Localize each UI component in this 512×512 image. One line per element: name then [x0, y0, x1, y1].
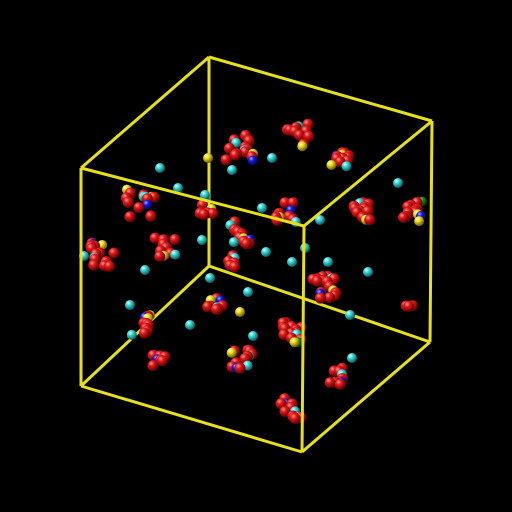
- box-edge-DA: [80, 166, 305, 228]
- hydrogen-atom: [170, 249, 181, 260]
- hydrogen-atom: [200, 190, 210, 200]
- hydrogen-atom: [341, 161, 352, 172]
- oxygen-atom: [139, 327, 150, 339]
- hydrogen-atom: [315, 215, 325, 225]
- hydrogen-atom: [267, 153, 277, 163]
- oxygen-atom: [364, 214, 376, 226]
- hydrogen-atom: [155, 163, 165, 173]
- hydrogen-atom: [173, 183, 183, 193]
- box-edge-HG: [301, 340, 431, 454]
- oxygen-atom: [324, 377, 336, 389]
- hydrogen-atom: [323, 257, 333, 267]
- oxygen-atom: [229, 261, 241, 273]
- hydrogen-atom: [393, 178, 403, 188]
- hydrogen-atom: [345, 310, 355, 320]
- oxygen-atom: [210, 303, 222, 315]
- oxygen-atom: [196, 199, 208, 211]
- hydrogen-atom: [125, 300, 135, 310]
- box-edge-AB: [80, 55, 210, 170]
- simulation-box-front-edges: [79, 55, 434, 454]
- hydrogen-atom: [185, 320, 195, 330]
- hydrogen-atom: [228, 237, 239, 248]
- sulfur-atom: [226, 347, 237, 358]
- sulfur-atom: [289, 337, 300, 348]
- oxygen-atom: [294, 129, 305, 141]
- oxygen-atom: [145, 210, 157, 222]
- sulfur-atom: [235, 307, 245, 317]
- oxygen-atom: [149, 232, 161, 244]
- oxygen-atom: [103, 260, 115, 272]
- oxygen-atom: [334, 378, 346, 390]
- oxygen-atom: [289, 413, 301, 424]
- hydrogen-atom: [197, 235, 207, 245]
- hydrogen-atom: [140, 265, 150, 275]
- oxygen-atom: [207, 207, 219, 219]
- hydrogen-atom: [363, 267, 373, 277]
- oxygen-atom: [133, 202, 145, 214]
- oxygen-atom: [234, 362, 246, 374]
- atom-layer: [79, 118, 428, 424]
- oxygen-atom: [311, 275, 323, 287]
- box-edge-CG: [428, 120, 434, 343]
- oxygen-atom: [198, 208, 210, 220]
- oxygen-atom: [108, 247, 120, 259]
- oxygen-atom: [169, 234, 181, 245]
- nitrogen-atom: [247, 155, 258, 166]
- oxygen-atom: [403, 300, 415, 312]
- hydrogen-atom: [261, 247, 271, 257]
- oxygen-atom: [156, 355, 168, 367]
- oxygen-atom: [147, 360, 159, 372]
- box-edge-EH: [80, 384, 303, 454]
- oxygen-atom: [124, 211, 136, 223]
- hydrogen-atom: [287, 257, 297, 267]
- oxygen-atom: [279, 197, 291, 209]
- oxygen-atom: [398, 212, 409, 223]
- box-edge-BC: [208, 55, 433, 123]
- sulfur-atom: [326, 160, 337, 170]
- oxygen-atom: [314, 292, 326, 304]
- sulfur-atom: [414, 216, 425, 227]
- box-edge-CD: [303, 119, 433, 228]
- hydrogen-atom: [248, 331, 258, 341]
- box-edge-FG: [208, 264, 431, 344]
- oxygen-atom: [88, 259, 100, 271]
- hydrogen-atom: [347, 353, 357, 363]
- hydrogen-atom: [126, 329, 137, 340]
- oxygen-atom: [220, 154, 232, 166]
- oxygen-atom: [154, 251, 166, 262]
- sulfur-atom: [297, 141, 308, 152]
- hydrogen-atom: [205, 273, 215, 283]
- hydrogen-atom: [243, 287, 253, 297]
- hydrogen-atom: [227, 165, 237, 175]
- sulfur-atom: [203, 153, 213, 163]
- box-edge-DH: [300, 225, 306, 453]
- oxygen-atom: [202, 301, 214, 313]
- oxygen-atom: [229, 149, 241, 161]
- nitrogen-atom: [142, 199, 153, 210]
- hydrogen-atom: [257, 203, 267, 213]
- oxygen-atom: [240, 238, 252, 250]
- oxygen-atom: [122, 196, 134, 208]
- oxygen-atom: [324, 292, 336, 303]
